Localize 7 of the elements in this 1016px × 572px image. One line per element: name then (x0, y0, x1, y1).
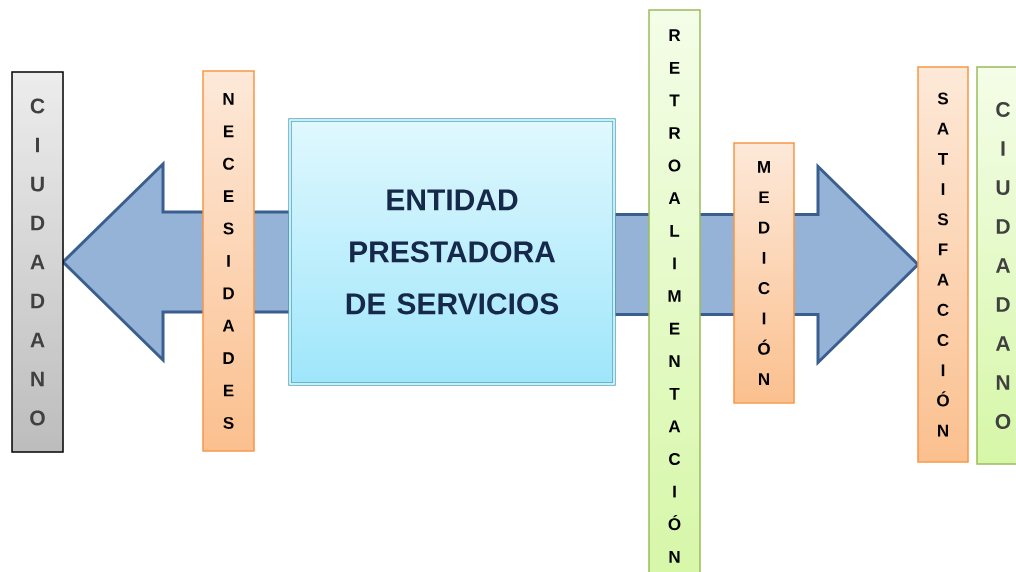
vertical-text-box: RETROALIMENTACIÓN (648, 9, 701, 572)
entity-box: ENTIDAD PRESTADORA DE SERVICIOS (288, 118, 616, 386)
vertical-text-box: CIUDADANO (11, 71, 64, 453)
vertical-text-box: SATISFACCIÓN (917, 66, 969, 463)
vertical-text-box: CIUDADANO (976, 66, 1016, 465)
vertical-text-box: MEDICIÓN (733, 142, 795, 404)
vertical-text-box: NECESIDADES (202, 70, 255, 452)
